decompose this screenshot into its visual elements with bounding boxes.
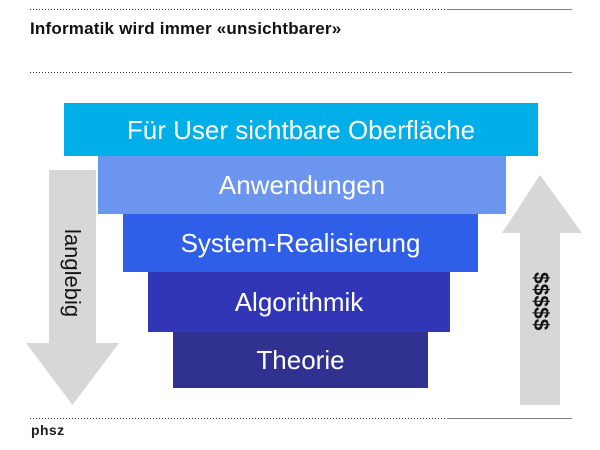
layer-anwendungen: Anwendungen	[98, 156, 506, 214]
divider-under-title	[30, 71, 572, 73]
langlebig-arrow-label: langlebig	[60, 228, 85, 318]
layer-theorie-label: Theorie	[256, 345, 345, 375]
divider-bottom-solid-segment	[447, 417, 572, 419]
divider-bottom-dotted-segment	[30, 417, 447, 419]
divider-bottom	[30, 417, 572, 419]
divider-top	[30, 8, 572, 10]
dollar-arrow-label: $$$$$	[529, 271, 552, 331]
layer-sichtbare-oberflaeche: Für User sichtbare Oberfläche	[64, 103, 538, 156]
divider-top-dotted-segment	[30, 8, 447, 10]
layer-algorithmik-label: Algorithmik	[234, 287, 364, 317]
layer-sichtbare-oberflaeche-label: Für User sichtbare Oberfläche	[126, 114, 476, 145]
layer-theorie: Theorie	[173, 332, 428, 388]
divider-top-solid-segment	[447, 8, 572, 10]
layer-system-realisierung-label: System-Realisierung	[180, 228, 421, 258]
layer-anwendungen-label: Anwendungen	[218, 170, 386, 200]
layer-algorithmik: Algorithmik	[148, 272, 450, 332]
divider-mid-dotted-segment	[30, 71, 447, 73]
divider-mid-solid-segment	[447, 71, 572, 73]
phsz-logo: phsz	[31, 422, 65, 438]
slide-title: Informatik wird immer «unsichtbarer»	[30, 19, 342, 38]
layer-system-realisierung: System-Realisierung	[123, 214, 478, 272]
